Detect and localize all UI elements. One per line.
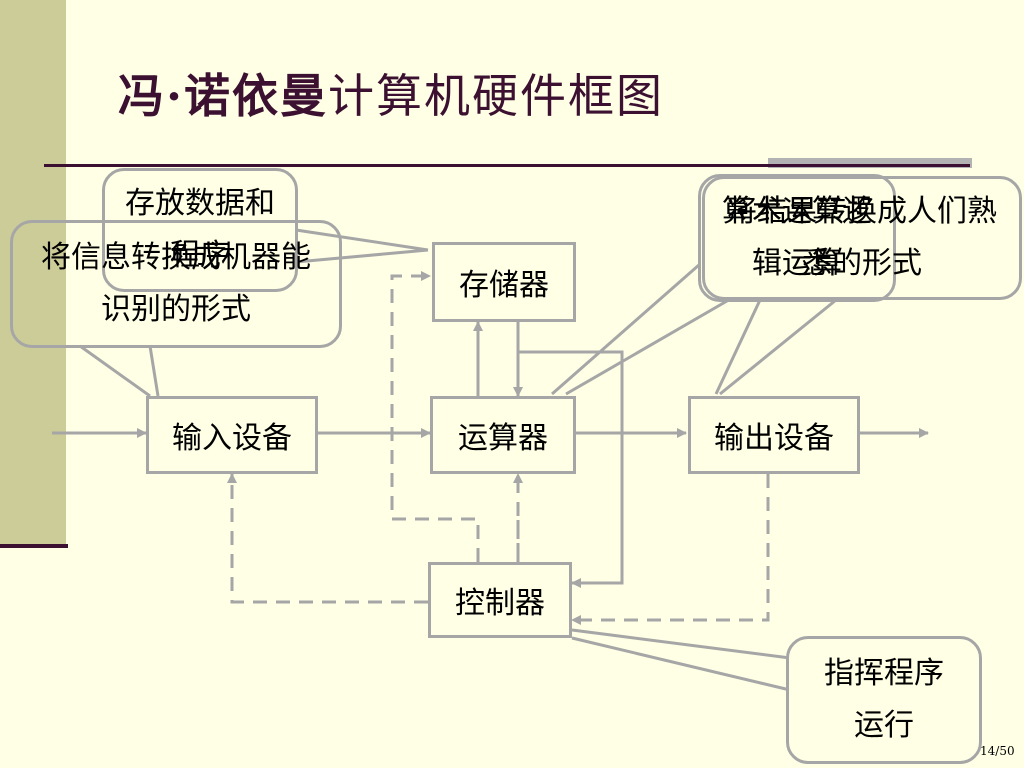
dashed-output-to-control — [571, 474, 770, 625]
leader-input-1 — [79, 344, 151, 398]
memory-box: 存储器 — [432, 242, 576, 322]
title-rule-accent — [768, 158, 972, 168]
title-rule — [44, 164, 970, 167]
alu-box: 运算器 — [430, 396, 576, 474]
input-device-box: 输入设备 — [146, 396, 318, 474]
leader-output-2 — [719, 298, 837, 396]
left-decor-line — [0, 544, 68, 548]
slide-title: 冯·诺依曼计算机硬件框图 — [118, 66, 664, 126]
controller-box: 控制器 — [428, 562, 572, 638]
callout-direct-program: 指挥程序运行 — [786, 636, 982, 764]
leader-store — [295, 228, 429, 252]
leader-compute-1 — [551, 248, 717, 396]
dashed-control-to-memory — [390, 271, 480, 562]
leader-input-2 — [148, 345, 160, 397]
callout-store-data-program: 存放数据和程序 — [102, 168, 298, 292]
callout-input-conversion: 将信息转换成机器能识别的形式 — [10, 220, 342, 348]
page-number: 14/50 — [980, 744, 1015, 758]
leader-direct-2 — [571, 636, 791, 692]
title-normal-part: 计算机硬件框图 — [328, 69, 665, 123]
leader-output-1 — [714, 299, 762, 395]
title-bold-part: 冯·诺依曼 — [118, 69, 329, 123]
dashed-control-to-input — [227, 473, 428, 604]
leader-store-2 — [295, 248, 429, 264]
leader-compute-2 — [565, 288, 747, 396]
leader-direct-1 — [571, 628, 791, 660]
arrow-memory-to-control — [518, 350, 624, 588]
callout-output-conversion: 将结果转换成人们熟悉的形式 — [702, 176, 1022, 300]
callout-arithmetic-logic: 算术运算逻辑运算 — [698, 174, 896, 302]
output-device-box: 输出设备 — [688, 396, 860, 474]
